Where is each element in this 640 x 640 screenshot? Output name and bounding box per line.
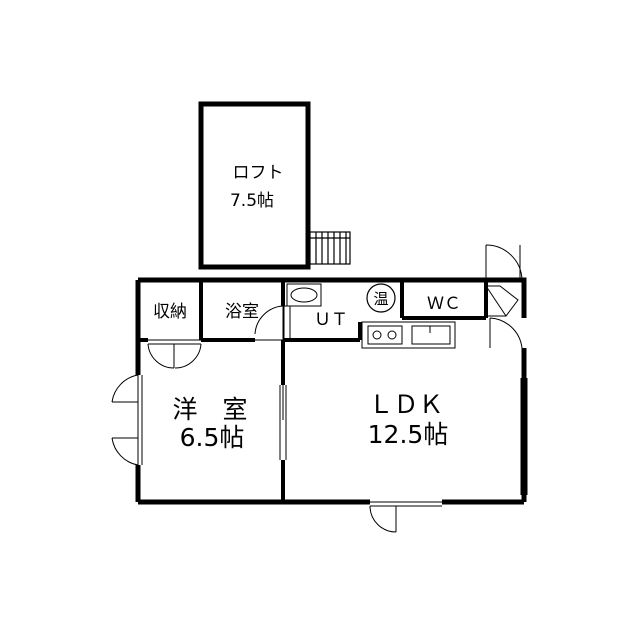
loft-ladder	[309, 231, 351, 265]
storage-label: 収納	[153, 302, 187, 322]
interior-walls	[138, 280, 488, 502]
wc-door[interactable]	[485, 285, 519, 317]
storage-closet-doors[interactable]	[147, 339, 202, 369]
exterior-walls	[135, 277, 527, 505]
loft-label: ロフト	[233, 163, 284, 183]
bath-door[interactable]	[254, 305, 284, 341]
western-room-window-doors[interactable]	[111, 374, 143, 466]
washbasin	[286, 283, 322, 307]
ldk-label: ＬＤＫ	[368, 390, 443, 419]
western-ldk-sliding-door[interactable]	[279, 385, 287, 460]
loft-room: ロフト 7.5帖	[198, 101, 311, 270]
water-heater-label: 温	[373, 290, 388, 308]
ut-sliding-panel[interactable]	[283, 305, 291, 341]
loft-area: 7.5帖	[230, 191, 274, 211]
bath-label: 浴室	[225, 302, 259, 322]
entrance-door[interactable]	[485, 244, 523, 281]
ldk-right-window	[520, 378, 528, 495]
toilet-label: ＷＣ	[427, 294, 461, 314]
utility-label: ＵＴ	[314, 310, 348, 330]
kitchen-counter	[361, 321, 456, 349]
ldk-door-right[interactable]	[489, 317, 523, 349]
water-heater: 温	[366, 283, 396, 313]
ldk-bottom-door[interactable]	[369, 501, 442, 533]
ldk-area: 12.5帖	[368, 420, 449, 449]
western-room-area: 6.5帖	[180, 423, 245, 452]
western-room-label: 洋 室	[172, 395, 247, 424]
